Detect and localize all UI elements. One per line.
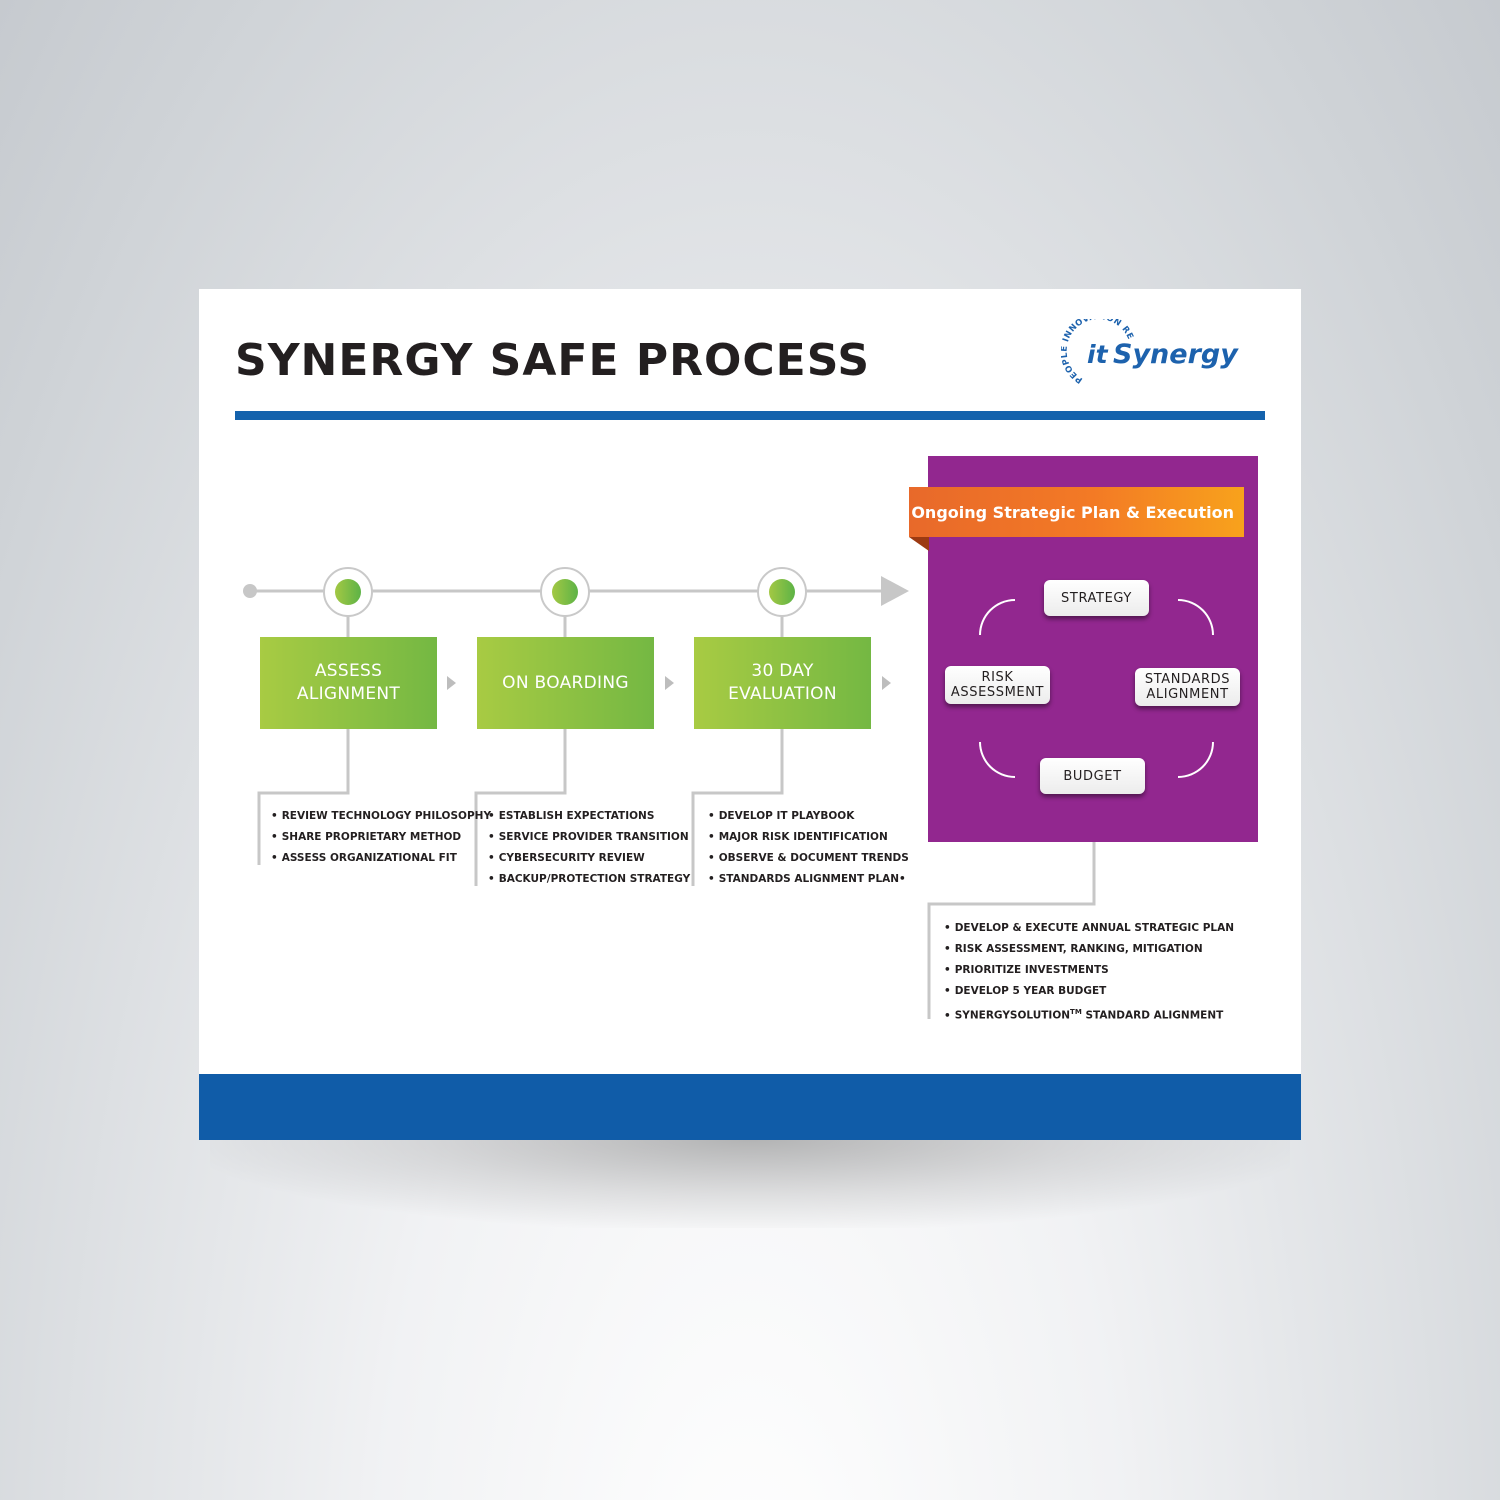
list-item: STANDARDS ALIGNMENT PLAN•: [708, 869, 909, 890]
footer-band: [199, 1074, 1301, 1140]
ongoing-bullets: DEVELOP & EXECUTE ANNUAL STRATEGIC PLAN …: [944, 918, 1234, 1023]
banner-fold: [909, 537, 929, 551]
list-item: DEVELOP IT PLAYBOOK: [708, 806, 909, 827]
list-item: SYNERGYSOLUTIONTM STANDARD ALIGNMENT: [944, 1002, 1234, 1023]
logo-prefix: it: [1087, 340, 1109, 369]
cycle-standards-alignment: STANDARDS ALIGNMENT: [1135, 668, 1240, 706]
list-item: DEVELOP 5 YEAR BUDGET: [944, 981, 1234, 1002]
synergysolution-label: SYNERGYSOLUTION: [954, 1009, 1071, 1022]
page-title: SYNERGY SAFE PROCESS: [235, 335, 871, 386]
chevron-right-icon: [665, 676, 674, 690]
list-item: BACKUP/PROTECTION STRATEGY: [488, 869, 690, 890]
list-item: SHARE PROPRIETARY METHOD: [271, 827, 491, 848]
timeline-node: [323, 567, 373, 617]
list-item: MAJOR RISK IDENTIFICATION: [708, 827, 909, 848]
process-sheet: SYNERGY SAFE PROCESS PEOPLE INNOVATION R…: [199, 289, 1301, 1140]
cycle-budget: BUDGET: [1040, 758, 1145, 794]
trademark-mark: TM: [1070, 1008, 1082, 1016]
list-item: DEVELOP & EXECUTE ANNUAL STRATEGIC PLAN: [944, 918, 1234, 939]
step-30-day-evaluation: 30 DAY EVALUATION: [694, 637, 871, 729]
sheet-shadow: [210, 1138, 1290, 1228]
list-item: ESTABLISH EXPECTATIONS: [488, 806, 690, 827]
list-item: CYBERSECURITY REVIEW: [488, 848, 690, 869]
on-boarding-bullets: ESTABLISH EXPECTATIONS SERVICE PROVIDER …: [488, 806, 690, 890]
itsynergy-logo: PEOPLE INNOVATION RESULTS it Synergy: [1061, 319, 1239, 385]
list-item: SERVICE PROVIDER TRANSITION: [488, 827, 690, 848]
timeline-node: [757, 567, 807, 617]
chevron-right-icon: [447, 676, 456, 690]
list-item: RISK ASSESSMENT, RANKING, MITIGATION: [944, 939, 1234, 960]
standard-alignment-label: STANDARD ALIGNMENT: [1081, 1009, 1224, 1022]
assess-alignment-bullets: REVIEW TECHNOLOGY PHILOSOPHY SHARE PROPR…: [271, 806, 491, 869]
ongoing-banner: Ongoing Strategic Plan & Execution: [909, 487, 1244, 537]
logo-word: Synergy: [1113, 339, 1239, 370]
timeline-node: [540, 567, 590, 617]
step-on-boarding: ON BOARDING: [477, 637, 654, 729]
step-assess-alignment: ASSESS ALIGNMENT: [260, 637, 437, 729]
list-item: ASSESS ORGANIZATIONAL FIT: [271, 848, 491, 869]
evaluation-bullets: DEVELOP IT PLAYBOOK MAJOR RISK IDENTIFIC…: [708, 806, 909, 890]
list-item: OBSERVE & DOCUMENT TRENDS: [708, 848, 909, 869]
list-item: REVIEW TECHNOLOGY PHILOSOPHY: [271, 806, 491, 827]
cycle-strategy: STRATEGY: [1044, 580, 1149, 616]
chevron-right-icon: [882, 676, 891, 690]
list-item: PRIORITIZE INVESTMENTS: [944, 960, 1234, 981]
title-underline: [235, 411, 1265, 420]
cycle-risk-assessment: RISK ASSESSMENT: [945, 666, 1050, 704]
